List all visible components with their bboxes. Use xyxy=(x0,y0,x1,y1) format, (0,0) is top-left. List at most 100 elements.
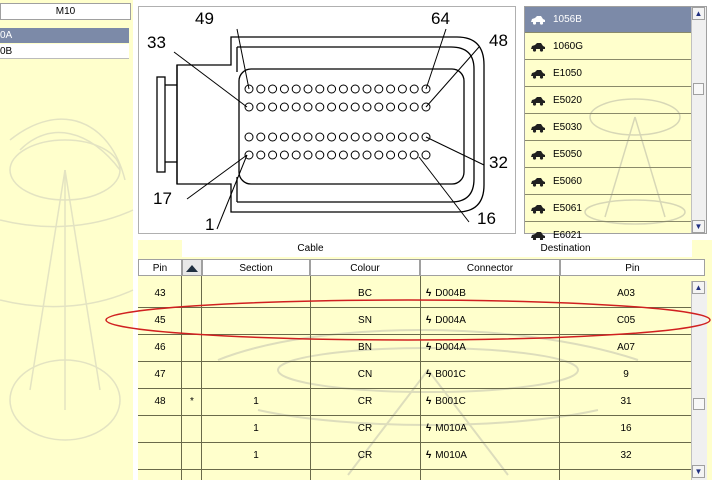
sort-icon xyxy=(186,265,198,272)
section-cell xyxy=(202,362,310,388)
connector-name[interactable]: D004A xyxy=(435,315,466,326)
pin-hole xyxy=(256,150,266,160)
scroll-down-icon[interactable]: ▼ xyxy=(692,220,705,233)
flag-cell xyxy=(182,281,202,307)
pin-hole xyxy=(386,132,396,142)
component-label: E5020 xyxy=(553,95,582,106)
pin-label-33: 33 xyxy=(147,33,166,52)
dest-pin-cell: 31 xyxy=(620,396,632,407)
section-column-header[interactable]: Section xyxy=(202,259,310,276)
component-label: E6021 xyxy=(553,230,582,241)
vehicle-icon xyxy=(531,151,545,160)
pin-hole xyxy=(244,132,254,142)
component-list-item[interactable]: E5050 xyxy=(525,142,693,168)
pin-label-48: 48 xyxy=(489,31,508,50)
flag-cell xyxy=(182,416,202,442)
pin-hole xyxy=(374,132,384,142)
connector-column-header[interactable]: Connector xyxy=(420,259,560,276)
connector-name[interactable]: D004B xyxy=(435,288,466,299)
component-list-item[interactable]: E5020 xyxy=(525,88,693,114)
section-cell xyxy=(202,335,310,361)
vehicle-icon xyxy=(531,97,545,106)
left-list-item[interactable]: 0B xyxy=(0,44,129,59)
table-scroll-down-icon[interactable]: ▼ xyxy=(692,465,705,478)
component-label: E5060 xyxy=(553,176,582,187)
pin-hole xyxy=(397,132,407,142)
colour-cell: CN xyxy=(357,369,373,380)
connector-name[interactable]: D004A xyxy=(435,342,466,353)
pin-hole xyxy=(256,84,266,94)
pin-hole xyxy=(303,132,313,142)
connector-name[interactable]: M010A xyxy=(435,423,467,434)
lightning-icon: ϟ xyxy=(426,396,432,407)
colour-cell: SN xyxy=(358,315,372,326)
table-scroll-up-icon[interactable]: ▲ xyxy=(692,281,705,294)
pin-hole xyxy=(374,102,384,112)
left-list-item-selected[interactable]: 0A xyxy=(0,28,129,43)
colour-cell: BN xyxy=(358,342,372,353)
vehicle-icon xyxy=(531,232,545,241)
pin-hole xyxy=(327,132,337,142)
dest-pin-column-header[interactable]: Pin xyxy=(560,259,705,276)
pin-hole xyxy=(315,132,325,142)
table-scrollbar[interactable]: ▲ ▼ xyxy=(691,281,707,480)
section-cell: 1 xyxy=(253,396,259,407)
table-scrollbar-thumb[interactable] xyxy=(693,398,705,410)
colour-cell: CR xyxy=(357,396,373,407)
section-cell xyxy=(202,281,310,307)
pin-cell: 45 xyxy=(154,315,166,326)
pin-label-17: 17 xyxy=(153,189,172,208)
pin-hole xyxy=(386,150,396,160)
pin-hole xyxy=(386,102,396,112)
vehicle-icon xyxy=(531,205,545,214)
component-list-item[interactable]: E5030 xyxy=(525,115,693,141)
component-label: 1056B xyxy=(553,14,582,25)
left-panel-header: M10 xyxy=(0,3,131,20)
pin-label-64: 64 xyxy=(431,9,450,28)
component-list-item[interactable]: 1056B xyxy=(525,7,693,33)
colour-cell: CR xyxy=(357,450,373,461)
connector-name[interactable]: B001C xyxy=(435,396,466,407)
component-list-item[interactable]: 1060G xyxy=(525,34,693,60)
pin-hole xyxy=(350,150,360,160)
flag-cell xyxy=(182,362,202,388)
dest-pin-cell: 16 xyxy=(620,423,632,434)
pin-hole xyxy=(362,150,372,160)
pin-hole xyxy=(315,150,325,160)
component-list-item[interactable]: E5061 xyxy=(525,196,693,222)
component-label: E5050 xyxy=(553,149,582,160)
component-list-item[interactable]: E5060 xyxy=(525,169,693,195)
component-label: 1060G xyxy=(553,41,584,52)
component-list-scrollbar[interactable]: ▲ ▼ xyxy=(691,7,706,233)
pin-hole xyxy=(268,150,278,160)
connector-name[interactable]: B001C xyxy=(435,369,466,380)
vehicle-icon xyxy=(531,70,545,79)
pin-hole xyxy=(397,150,407,160)
component-list-item[interactable]: E1050 xyxy=(525,61,693,87)
dest-pin-cell: 32 xyxy=(620,450,632,461)
flag-cell xyxy=(182,308,202,334)
connector-name[interactable]: M010A xyxy=(435,450,467,461)
lightning-icon: ϟ xyxy=(426,423,432,434)
scrollbar-thumb[interactable] xyxy=(693,83,704,95)
pin-hole xyxy=(374,150,384,160)
colour-column-header[interactable]: Colour xyxy=(310,259,420,276)
pin-hole xyxy=(386,84,396,94)
pin-hole xyxy=(397,84,407,94)
sort-header[interactable] xyxy=(182,259,202,276)
scroll-up-icon[interactable]: ▲ xyxy=(692,7,705,20)
vehicle-icon xyxy=(531,178,545,187)
pin-hole xyxy=(409,84,419,94)
dest-pin-cell: C05 xyxy=(616,315,636,326)
dest-pin-cell: A07 xyxy=(617,342,635,353)
pin-column-header[interactable]: Pin xyxy=(138,259,182,276)
